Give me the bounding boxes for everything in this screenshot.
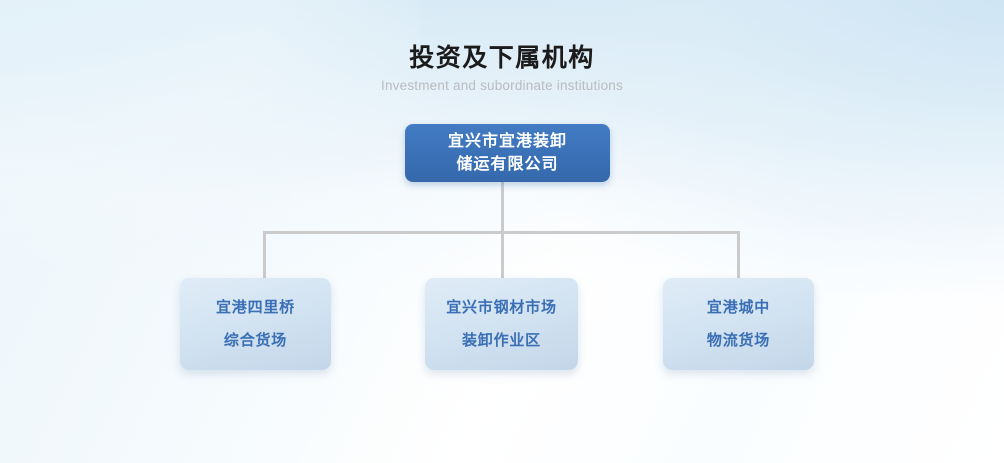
- org-node-root-line-2: 储运有限公司: [456, 156, 559, 173]
- org-node-child-2-line-2: 物流货场: [706, 332, 771, 349]
- org-node-root[interactable]: 宜兴市宜港装卸 储运有限公司: [405, 124, 610, 182]
- org-node-child-0-line-1: 宜港四里桥: [215, 299, 295, 316]
- org-node-child-1-line-2: 装卸作业区: [461, 332, 541, 349]
- org-node-child-2-line-1: 宜港城中: [706, 299, 771, 316]
- connector-bus-to-child-2: [737, 231, 740, 278]
- connector-horizontal-bus: [263, 231, 740, 234]
- org-node-child-0[interactable]: 宜港四里桥 综合货场: [180, 278, 331, 370]
- org-node-root-line-1: 宜兴市宜港装卸: [447, 133, 567, 150]
- page-subtitle: Investment and subordinate institutions: [381, 78, 623, 93]
- org-node-child-0-line-2: 综合货场: [223, 332, 288, 349]
- org-node-child-1[interactable]: 宜兴市钢材市场 装卸作业区: [425, 278, 578, 370]
- org-node-child-2[interactable]: 宜港城中 物流货场: [663, 278, 814, 370]
- background-gradient-left: [0, 0, 420, 260]
- connector-bus-to-child-0: [263, 231, 266, 278]
- connector-root-to-center: [501, 182, 504, 278]
- chart-header: 投资及下属机构 Investment and subordinate insti…: [0, 43, 1004, 94]
- org-node-child-1-line-1: 宜兴市钢材市场: [446, 299, 557, 316]
- page-title: 投资及下属机构: [409, 44, 595, 72]
